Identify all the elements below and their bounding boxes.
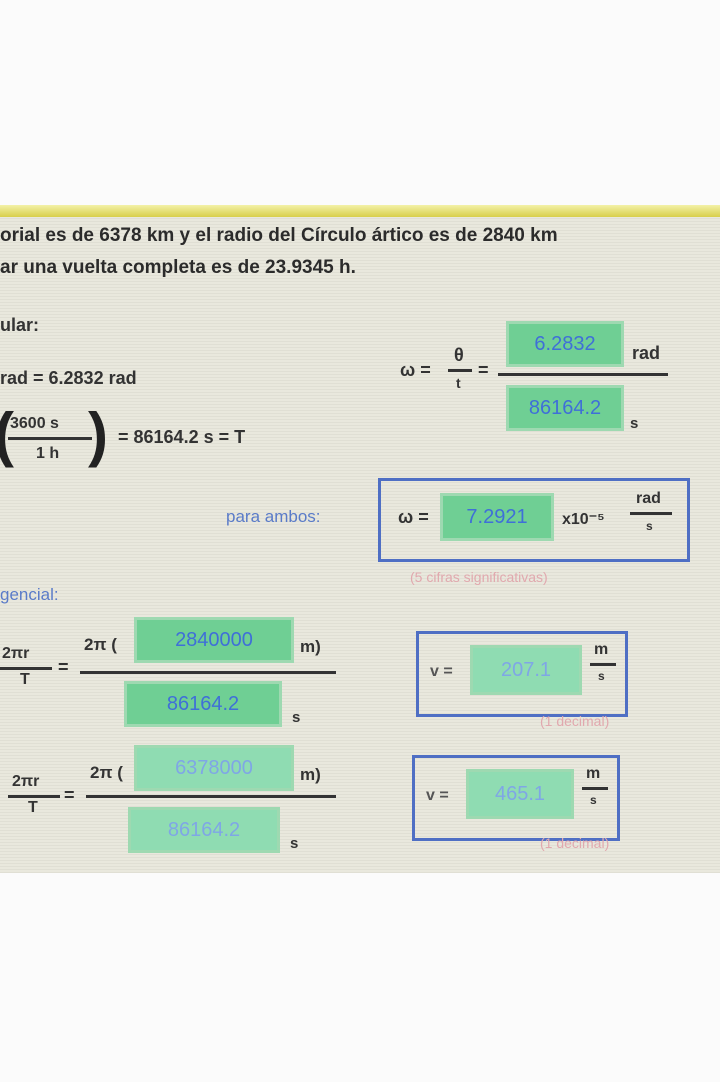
fraction-bar [630,512,672,515]
problem-line-2: ar una vuelta completa es de 23.9345 h. [0,257,356,278]
period-field[interactable]: 86164.2 [128,807,280,853]
fraction-bar [8,795,60,798]
fraction-bar [590,663,616,666]
radius-field[interactable]: 6378000 [134,745,294,791]
conversion-numerator: 3600 s [10,415,59,432]
s-unit: s [292,709,301,726]
rad-unit: rad [632,343,661,363]
lhs-num: 2πr [2,645,30,662]
velocity-result-box [412,755,620,841]
theta-symbol: θ [454,345,464,365]
v-unit-num: m [594,641,609,658]
angular-heading: ular: [0,315,40,335]
fraction-bar [80,671,336,674]
two-pi: 2π ( [84,635,117,654]
velocity-field[interactable]: 207.1 [470,645,582,695]
conversion-denominator: 1 h [36,445,60,462]
fraction-bar [86,795,336,798]
fraction-bar [582,787,608,790]
lhs-den: T [28,799,38,816]
s-unit: s [630,415,639,432]
theta-line: rad = 6.2832 rad [0,368,137,388]
sig-figs-note: (5 cifras significativas) [410,569,548,585]
omega-label: ω = [400,360,431,380]
decimal-note: (1 decimal) [540,713,610,729]
v-unit-den: s [590,793,597,807]
omega-result-label: ω = [398,507,429,527]
velocity-result-box [416,631,628,717]
period-value-field[interactable]: 86164.2 [506,385,624,431]
equals: = [64,785,75,805]
result-unit-den: s [646,519,653,533]
left-paren: ( [0,400,14,469]
worksheet-screen: orial es de 6378 km y el radio del Círcu… [0,205,720,873]
v-label: v = [430,663,453,680]
s-unit: s [290,835,299,852]
right-paren: ) [88,401,108,468]
exponent: x10⁻⁵ [562,511,605,528]
theta-value-field[interactable]: 6.2832 [506,321,624,367]
fraction-bar [448,369,472,372]
fraction-bar [0,667,52,670]
lhs-num: 2πr [12,773,40,790]
decimal-note: (1 decimal) [540,835,610,851]
velocity-field[interactable]: 465.1 [466,769,574,819]
v-unit-den: s [598,669,605,683]
lhs-den: T [20,671,30,688]
two-pi: 2π ( [90,763,123,782]
header-bar [0,205,720,217]
v-unit-num: m [586,765,601,782]
period-line: = 86164.2 s = T [118,427,246,447]
tangential-heading: gencial: [0,585,59,604]
v-label: v = [426,787,449,804]
fraction-bar [498,373,668,376]
equals: = [58,657,69,677]
omega-result-box [378,478,690,562]
m-unit: m) [300,765,321,784]
problem-line-1: orial es de 6378 km y el radio del Círcu… [0,225,558,246]
fraction-bar [8,437,92,440]
period-field[interactable]: 86164.2 [124,681,282,727]
radius-field[interactable]: 2840000 [134,617,294,663]
para-ambos-label: para ambos: [226,507,321,526]
omega-result-field[interactable]: 7.2921 [440,493,554,541]
t-symbol: t [456,375,461,391]
equals: = [478,360,489,380]
result-unit-num: rad [636,490,661,507]
m-unit: m) [300,637,321,656]
